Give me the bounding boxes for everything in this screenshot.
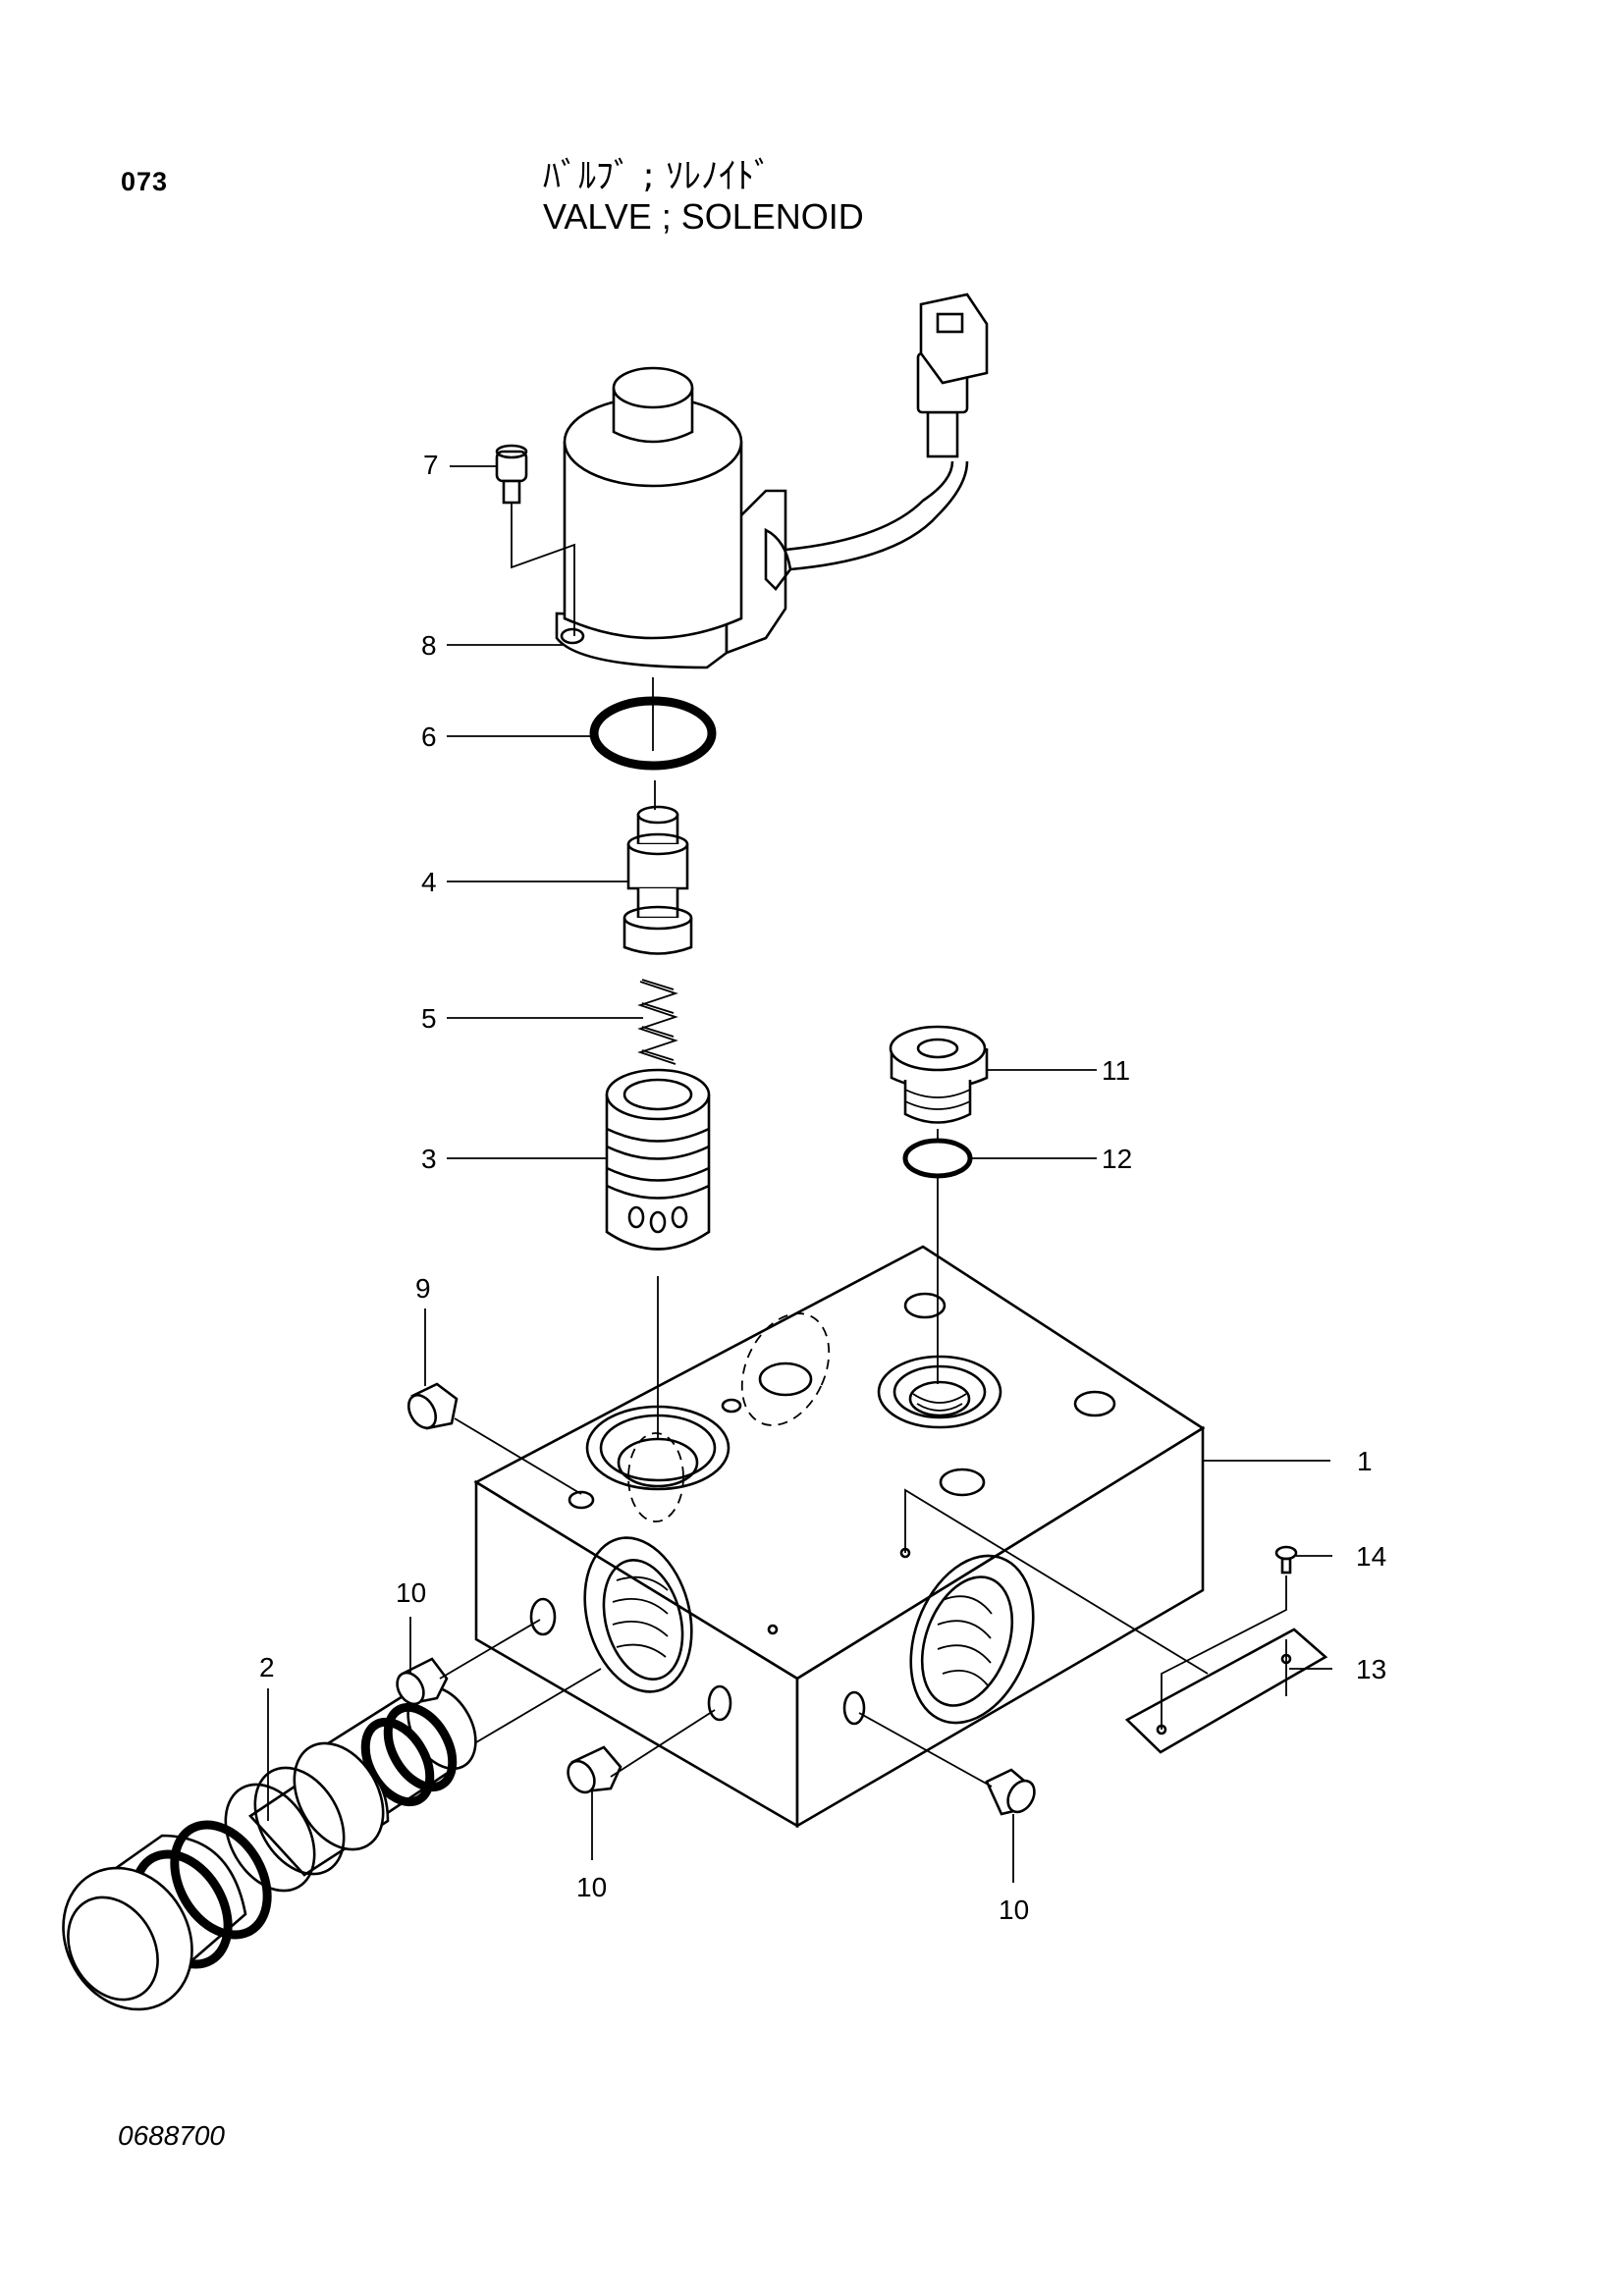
small-plug-part-9	[406, 1382, 459, 1430]
callout-label-10a: 10	[396, 1577, 426, 1608]
drawing-code: 0688700	[118, 2120, 226, 2151]
callout-label-14: 14	[1356, 1541, 1386, 1572]
bolt-part-7	[495, 444, 528, 505]
cartridge-plug-part	[62, 1684, 477, 2011]
nameplate-part-13	[1124, 1628, 1328, 1754]
rivet-part-14	[1274, 1545, 1298, 1575]
o-ring-part-12	[902, 1138, 973, 1179]
callout-leaders	[267, 465, 1332, 1883]
threaded-plug-part-11	[889, 1025, 989, 1124]
valve-spool-part	[622, 805, 693, 955]
title-japanese: ﾊﾞﾙﾌﾞ ; ｿﾚﾉｲﾄﾞ	[543, 156, 773, 196]
callout-label-12: 12	[1102, 1144, 1132, 1174]
callout-label-11: 11	[1102, 1055, 1130, 1086]
callout-label-5: 5	[421, 1003, 437, 1034]
callout-label-7: 7	[423, 450, 439, 480]
callout-label-2: 2	[259, 1652, 275, 1682]
callout-label-9: 9	[415, 1273, 431, 1304]
callout-labels: 7 8 6 4 5 3 9 10 2 10 10 11 12 1 14 13	[259, 450, 1386, 1925]
assembly-lines	[439, 503, 1287, 1788]
callout-label-10b: 10	[576, 1872, 607, 1902]
callout-label-10c: 10	[999, 1895, 1029, 1925]
callout-label-6: 6	[421, 721, 437, 752]
callout-label-8: 8	[421, 630, 437, 661]
plug-parts-10	[396, 1657, 1036, 1816]
title-english: VALVE ; SOLENOID	[543, 196, 864, 237]
page-number: 073	[121, 167, 169, 196]
solenoid-body-part	[555, 293, 989, 669]
callout-label-13: 13	[1356, 1654, 1386, 1684]
callout-label-1: 1	[1357, 1446, 1373, 1476]
spring-part	[637, 979, 678, 1065]
callout-label-3: 3	[421, 1144, 437, 1174]
valve-block-part	[473, 1245, 1206, 1829]
valve-sleeve-part	[605, 1068, 711, 1251]
callout-label-4: 4	[421, 867, 437, 897]
